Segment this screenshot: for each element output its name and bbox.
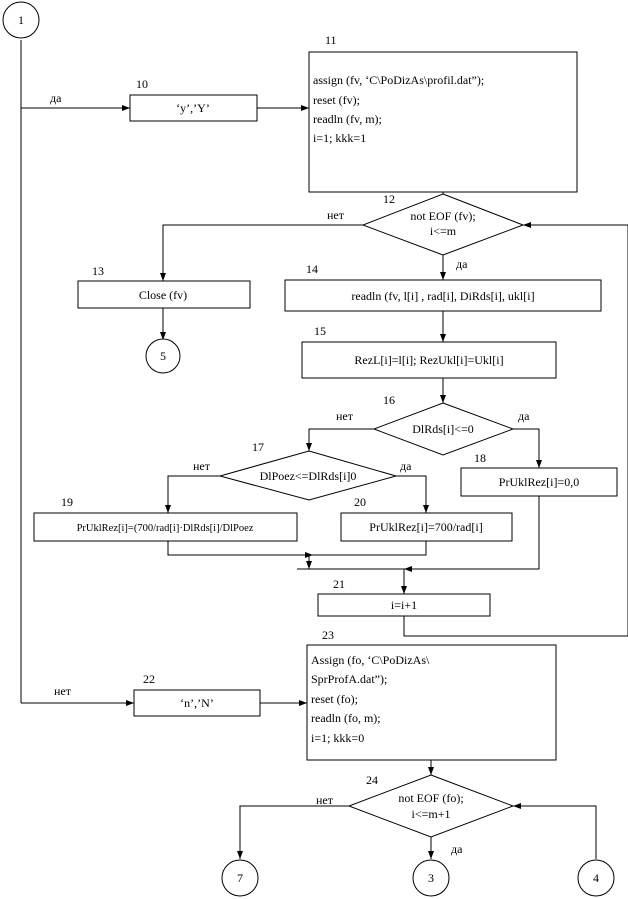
connector-4: 4 bbox=[577, 859, 615, 897]
node-13: 13 Close (fv) bbox=[77, 264, 251, 309]
node-10: 10 ‘y’,’Y’ bbox=[129, 77, 258, 122]
node-20: 20 PrUklRez[i]=700/rad[i] bbox=[340, 495, 513, 542]
node-22: 22 ‘n’,’N’ bbox=[133, 672, 261, 717]
node-12-number: 12 bbox=[383, 192, 395, 206]
edges bbox=[20, 40, 628, 859]
node-13-number: 13 bbox=[92, 264, 104, 278]
node-17-text: DlPoez<=DlRds[i]0 bbox=[260, 469, 357, 483]
node-23-number: 23 bbox=[322, 628, 334, 642]
node-24: 24 not EOF (fo); i<=m+1 bbox=[347, 773, 515, 838]
edge-19-merge bbox=[167, 541, 313, 556]
label-yes-12: да bbox=[456, 257, 468, 271]
edge-24-7 bbox=[239, 805, 349, 859]
label-yes-17: да bbox=[400, 459, 412, 473]
connector-3: 3 bbox=[412, 859, 450, 897]
node-17: 17 DlPoez<=DlRds[i]0 bbox=[218, 440, 398, 501]
node-18-number: 18 bbox=[474, 451, 486, 465]
node-14-number: 14 bbox=[306, 262, 318, 276]
connector-5: 5 bbox=[145, 338, 181, 374]
node-17-number: 17 bbox=[252, 440, 264, 454]
node-13-text: Close (fv) bbox=[139, 288, 187, 302]
edge-20-merge bbox=[313, 541, 427, 556]
node-11-line-3: readln (fv, m); bbox=[313, 112, 382, 126]
node-21-text: i=i+1 bbox=[391, 598, 417, 612]
node-15: 15 RezL[i]=l[i]; RezUkl[i]=Ukl[i] bbox=[301, 324, 557, 379]
node-15-text: RezL[i]=l[i]; RezUkl[i]=Ukl[i] bbox=[354, 353, 503, 367]
edge-labels: да нет да нет да нет да нет нет да bbox=[50, 91, 530, 856]
node-12: 12 not EOF (fv); i<=m bbox=[361, 192, 525, 256]
node-19-text: PrUklRez[i]=(700/rad[i]·DlRds[i]/DlPoez bbox=[77, 523, 254, 534]
label-yes-24: да bbox=[451, 842, 463, 856]
label-yes-10: да bbox=[50, 91, 62, 105]
node-14: 14 readln (fv, l[i] , rad[i], DiRds[i], … bbox=[284, 262, 602, 312]
connector-4-label: 4 bbox=[593, 871, 599, 885]
node-10-text: ‘y’,’Y’ bbox=[176, 101, 210, 115]
node-11: 11 assign (fv, ‘C\PoDizAs\profil.dat”); … bbox=[308, 33, 578, 193]
node-21-number: 21 bbox=[333, 577, 345, 591]
connector-7-label: 7 bbox=[237, 871, 243, 885]
edge-21-loop bbox=[403, 224, 628, 637]
node-19: 19 PrUklRez[i]=(700/rad[i]·DlRds[i]/DlPo… bbox=[33, 495, 298, 542]
label-no-22: нет bbox=[54, 684, 72, 698]
node-24-line-2: i<=m+1 bbox=[412, 807, 451, 821]
edge-12-13 bbox=[162, 224, 363, 281]
connector-1-label: 1 bbox=[18, 13, 24, 27]
label-no-12: нет bbox=[327, 208, 345, 222]
node-15-number: 15 bbox=[314, 324, 326, 338]
edge-16-18 bbox=[513, 428, 540, 468]
edge-18-merge bbox=[404, 496, 540, 570]
node-22-text: ‘n’,’N’ bbox=[180, 696, 214, 710]
edge-17-20 bbox=[396, 475, 427, 513]
node-23-line-1: Assign (fo, ‘C\PoDizAs\ bbox=[311, 653, 430, 667]
arrowheads bbox=[122, 105, 542, 859]
node-23-line-4: readln (fo, m); bbox=[311, 711, 381, 725]
node-20-text: PrUklRez[i]=700/rad[i] bbox=[369, 520, 482, 534]
node-19-number: 19 bbox=[61, 495, 73, 509]
connector-1: 1 bbox=[2, 1, 40, 39]
node-24-line-1: not EOF (fo); bbox=[398, 791, 463, 805]
node-18-text: PrUklRez[i]=0,0 bbox=[499, 475, 579, 489]
node-21: 21 i=i+1 bbox=[317, 577, 491, 617]
connector-3-label: 3 bbox=[428, 871, 434, 885]
node-11-line-1: assign (fv, ‘C\PoDizAs\profil.dat”); bbox=[313, 73, 484, 87]
node-22-number: 22 bbox=[143, 672, 155, 686]
label-no-24: нет bbox=[316, 793, 334, 807]
edge-17-19 bbox=[167, 475, 220, 513]
node-12-line-2: i<=m bbox=[430, 224, 457, 238]
node-14-text: readln (fv, l[i] , rad[i], DiRds[i], ukl… bbox=[351, 289, 534, 303]
node-20-number: 20 bbox=[354, 495, 366, 509]
node-12-line-1: not EOF (fv); bbox=[410, 209, 475, 223]
node-18: 18 PrUklRez[i]=0,0 bbox=[460, 451, 618, 497]
node-16-number: 16 bbox=[383, 393, 395, 407]
edge-4-24 bbox=[513, 805, 597, 859]
node-23-line-3: reset (fo); bbox=[311, 692, 358, 706]
node-24-number: 24 bbox=[366, 773, 378, 787]
edge-16-17 bbox=[308, 428, 374, 451]
label-no-17: нет bbox=[193, 459, 211, 473]
node-23-line-5: i=1; kkk=0 bbox=[311, 731, 364, 745]
node-11-line-4: i=1; kkk=1 bbox=[313, 131, 366, 145]
node-23-line-2: SprProfA.dat”); bbox=[311, 672, 387, 686]
connector-7: 7 bbox=[221, 859, 259, 897]
node-16: 16 DlRds[i]<=0 bbox=[372, 393, 515, 456]
node-16-text: DlRds[i]<=0 bbox=[412, 422, 474, 436]
node-23: 23 Assign (fo, ‘C\PoDizAs\ SprProfA.dat”… bbox=[306, 628, 557, 761]
connector-5-label: 5 bbox=[160, 349, 166, 363]
node-11-line-2: reset (fv); bbox=[313, 93, 360, 107]
node-11-number: 11 bbox=[325, 33, 337, 47]
label-yes-16: да bbox=[518, 409, 530, 423]
label-no-16: нет bbox=[336, 409, 354, 423]
node-10-number: 10 bbox=[136, 77, 148, 91]
